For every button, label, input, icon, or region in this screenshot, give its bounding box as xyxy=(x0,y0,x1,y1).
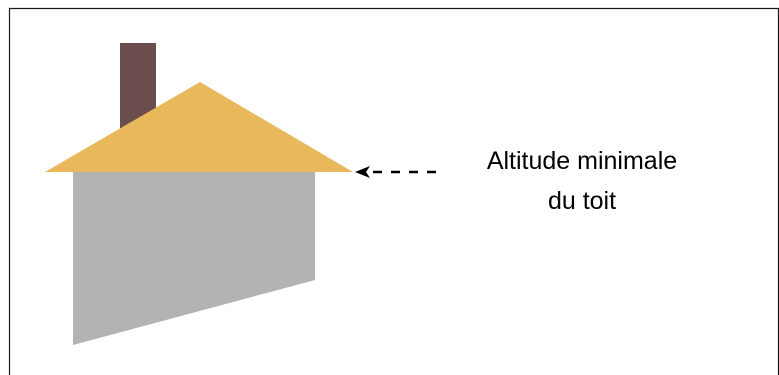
annotation-label-line1: Altitude minimale xyxy=(486,147,678,175)
house-roof xyxy=(45,82,353,172)
annotation-arrowhead xyxy=(355,166,370,178)
house-wall xyxy=(73,172,315,345)
annotation-label-line2: du toit xyxy=(547,187,617,215)
annotation-label: Altitude minimale du toit xyxy=(412,141,752,221)
